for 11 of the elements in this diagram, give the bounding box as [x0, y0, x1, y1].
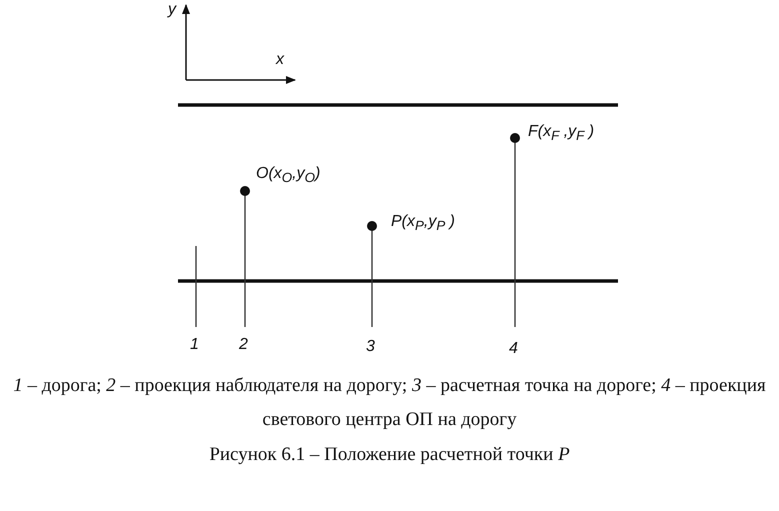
- callout-number: 4: [509, 341, 518, 357]
- legend-text: 1 – дорога; 2 – проекция наблюдателя на дорогу; 3 – расчетная точка на дороге; 4 – проекция светового центра ОП на дорогу: [12, 374, 767, 432]
- callout-number: 3: [366, 339, 375, 355]
- axis-label: y: [168, 2, 176, 18]
- point-coordinate-label: P(x$_{P}$,y$_{P}$ ): [391, 214, 456, 233]
- point-coordinate-label: F(x$_{F}$ ,y$_{F}$ ): [528, 124, 594, 143]
- callout-number: 1: [190, 337, 199, 353]
- figure-caption: Рисунок 6.1 – Положение расчетной точки P: [208, 443, 571, 467]
- point-coordinate-label: O(x$_{O}$,y$_{O}$): [256, 166, 320, 185]
- callout-number: 2: [239, 337, 248, 353]
- axis-label: x: [276, 52, 284, 68]
